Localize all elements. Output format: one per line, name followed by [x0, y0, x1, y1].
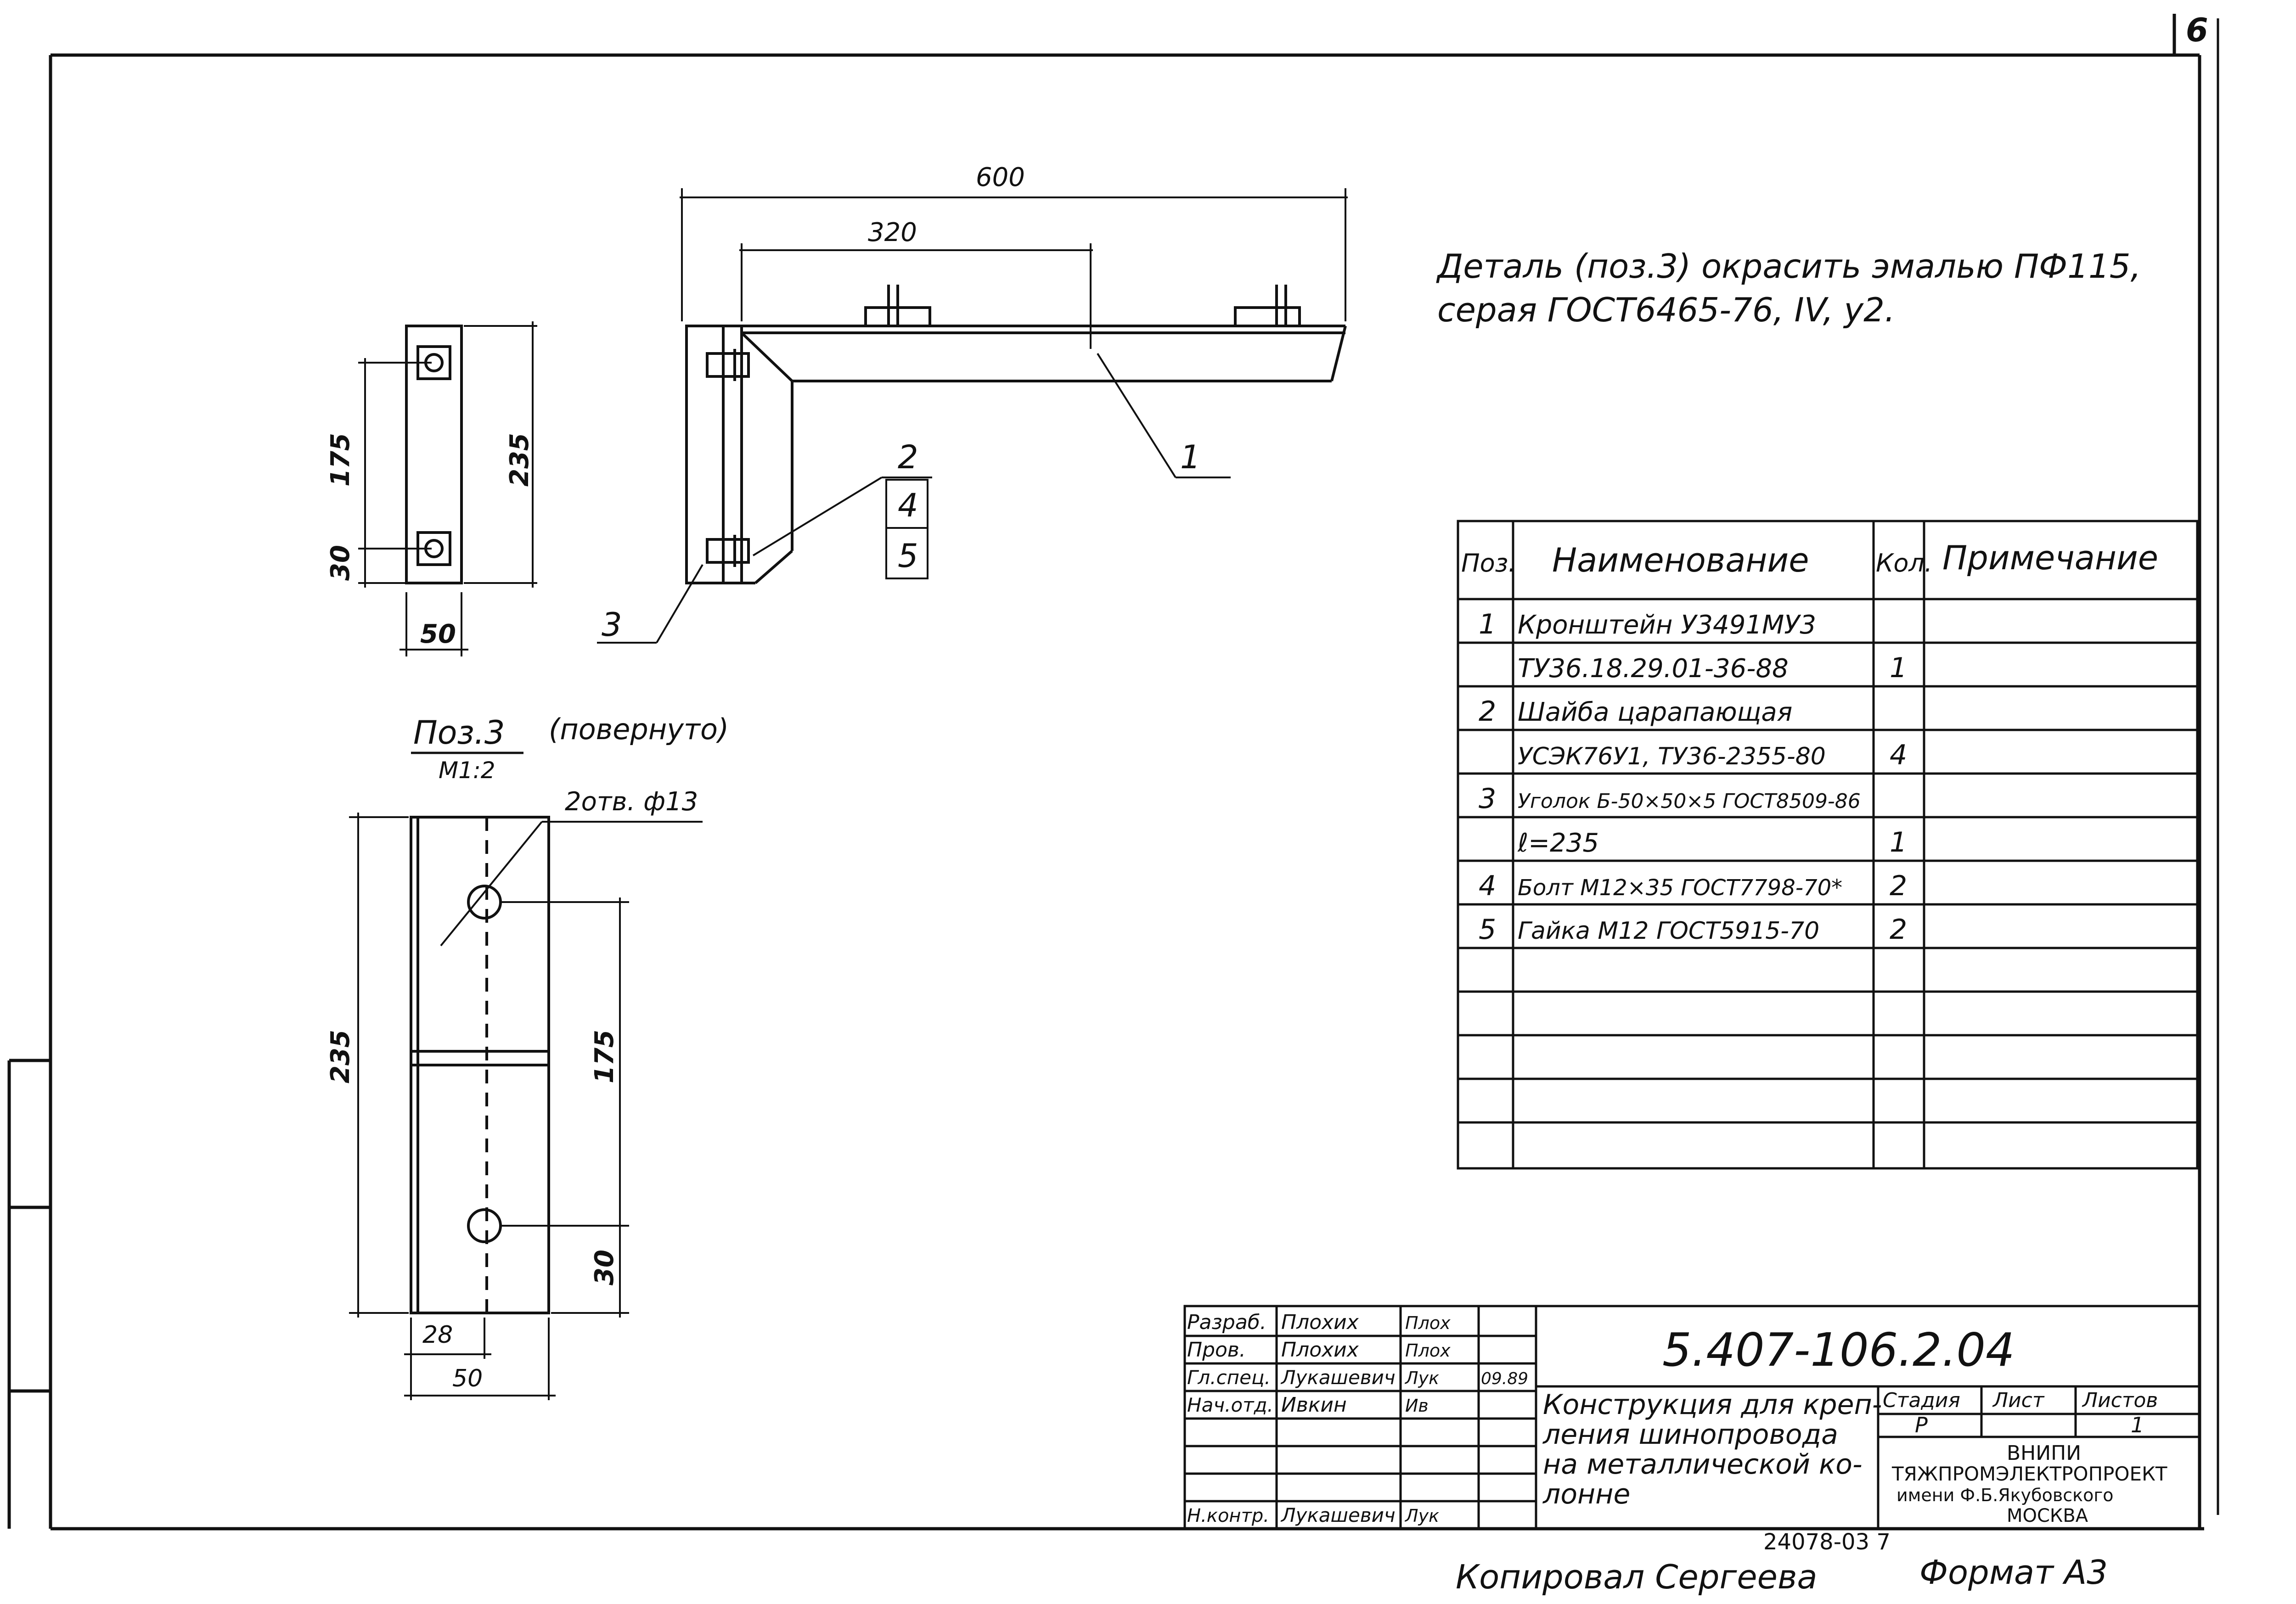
spec-row-qty: 4 — [1890, 739, 1907, 771]
spec-row-pos: 4 — [1479, 870, 1496, 902]
spec-row-name: ℓ=235 — [1517, 828, 1599, 858]
signer-role: Гл.спец. — [1187, 1366, 1271, 1389]
end-view — [405, 325, 463, 584]
title-line: лонне — [1542, 1478, 1630, 1510]
spec-row-qty: 1 — [1890, 826, 1907, 858]
signer-role: Н.контр. — [1187, 1505, 1269, 1526]
spec-row-name: Гайка М12 ГОСТ5915-70 — [1518, 917, 1819, 945]
org-line: ВНИПИ — [2007, 1441, 2081, 1465]
sheet-frame — [7, 14, 2219, 1531]
detail-dimensions — [349, 813, 629, 1400]
signer-role: Разраб. — [1187, 1311, 1266, 1334]
callout-pos5: 5 — [898, 537, 918, 575]
callout-pos2: 2 — [898, 438, 918, 476]
inventory-number: 24078-03 7 — [1763, 1529, 1891, 1555]
spec-header-name: Наименование — [1552, 541, 1809, 579]
drawing-code: 5.407-106.2.04 — [1662, 1323, 2015, 1377]
callout-pos3: 3 — [602, 606, 622, 644]
spec-row-qty: 1 — [1890, 652, 1907, 684]
title-line: ления шинопровода — [1542, 1419, 1838, 1451]
end-view-dimensions — [358, 321, 537, 656]
detail-dim-28: 28 — [422, 1321, 453, 1349]
sheet-header: Лист — [1992, 1389, 2045, 1412]
signer-sign: Плох — [1405, 1340, 1451, 1361]
signer-role: Нач.отд. — [1187, 1394, 1273, 1416]
spec-row-pos: 3 — [1479, 783, 1496, 815]
copied-by: Копировал Сергеева — [1456, 1558, 1818, 1596]
org-line: МОСКВА — [2007, 1505, 2088, 1526]
end-dim-50: 50 — [420, 619, 456, 649]
signer-name: Лукашевич — [1280, 1504, 1396, 1526]
title-block: 5.407-106.2.04 Разраб. Плохих Плох Пров.… — [1183, 1305, 2201, 1530]
signer-sign: Ив — [1405, 1396, 1429, 1416]
bracket-view — [685, 285, 1347, 584]
signer-sign: Лук — [1404, 1506, 1439, 1526]
spec-table-grid — [1457, 520, 2199, 1170]
spec-table: Поз. Наименование Кол. Примечание 1 Крон… — [1457, 520, 2199, 1170]
detail-dim-175: 175 — [590, 1030, 619, 1083]
signer-name: Лукашевич — [1280, 1366, 1396, 1389]
title-line: на металлической ко- — [1543, 1448, 1863, 1481]
end-dim-30: 30 — [326, 545, 355, 581]
signer-sign: Лук — [1404, 1368, 1439, 1388]
spec-row-pos: 2 — [1479, 695, 1496, 728]
spec-row-name: Кронштейн У3491МУ3 — [1518, 610, 1816, 640]
signer-name: Ивкин — [1281, 1393, 1347, 1417]
detail-dim-50: 50 — [452, 1365, 483, 1392]
spec-row-name: ТУ36.18.29.01-36-88 — [1518, 654, 1789, 684]
spec-row-qty: 2 — [1890, 870, 1907, 902]
sheets-header: Листов — [2082, 1389, 2158, 1412]
spec-header-note: Примечание — [1942, 538, 2158, 577]
sheet-format: Формат А3 — [1919, 1553, 2108, 1592]
spec-row-qty: 2 — [1890, 914, 1907, 946]
title-block-grid — [1183, 1305, 2201, 1530]
sheet-number: 6 — [2186, 11, 2208, 49]
spec-row-pos: 1 — [1479, 608, 1496, 640]
signer-role: Пров. — [1187, 1338, 1246, 1362]
spec-row-name: Уголок Б-50×50×5 ГОСТ8509-86 — [1518, 790, 1861, 813]
end-dim-235: 235 — [505, 433, 535, 487]
callout-pos1: 1 — [1180, 438, 1201, 476]
detail-title: Поз.3 — [413, 714, 505, 752]
detail-scale: М1:2 — [439, 757, 495, 784]
spec-row-name: Болт М12×35 ГОСТ7798-70* — [1518, 875, 1842, 901]
detail-dim-235: 235 — [326, 1030, 355, 1083]
spec-header-qty: Кол. — [1876, 549, 1932, 578]
callout-pos4: 4 — [898, 487, 918, 524]
spec-header-pos: Поз. — [1461, 549, 1516, 578]
org-line: имени Ф.Б.Якубовского — [1896, 1485, 2114, 1505]
detail-dim-30: 30 — [590, 1250, 619, 1285]
signer-name: Плохих — [1281, 1338, 1359, 1362]
dim-600: 600 — [976, 163, 1025, 192]
paint-note-line2: серая ГОСТ6465-76, IV, у2. — [1437, 291, 1895, 329]
stage-value: Р — [1915, 1413, 1928, 1437]
title-line: Конструкция для креп- — [1543, 1389, 1882, 1421]
signer-sign: Плох — [1405, 1313, 1451, 1333]
paint-note-line1: Деталь (поз.3) окрасить эмалью ПФ115, — [1436, 247, 2141, 286]
sheets-value: 1 — [2131, 1413, 2144, 1437]
dim-320: 320 — [868, 218, 917, 247]
spec-row-name: УСЭК76У1, ТУ36-2355-80 — [1518, 743, 1826, 770]
spec-row-name: Шайба царапающая — [1518, 697, 1792, 727]
main-dimensions — [597, 188, 1348, 644]
stage-header: Стадия — [1883, 1389, 1960, 1412]
org-line: ТЯЖПРОМЭЛЕКТРОПРОЕКТ — [1891, 1463, 2167, 1485]
signer-name: Плохих — [1281, 1311, 1359, 1334]
signer-date: 09.89 — [1481, 1369, 1528, 1388]
detail-rotated: (повернуто) — [549, 712, 729, 746]
spec-row-pos: 5 — [1479, 914, 1496, 946]
detail-view — [410, 816, 703, 1314]
detail-holes: 2отв. ф13 — [565, 787, 698, 817]
end-dim-175: 175 — [326, 433, 355, 487]
